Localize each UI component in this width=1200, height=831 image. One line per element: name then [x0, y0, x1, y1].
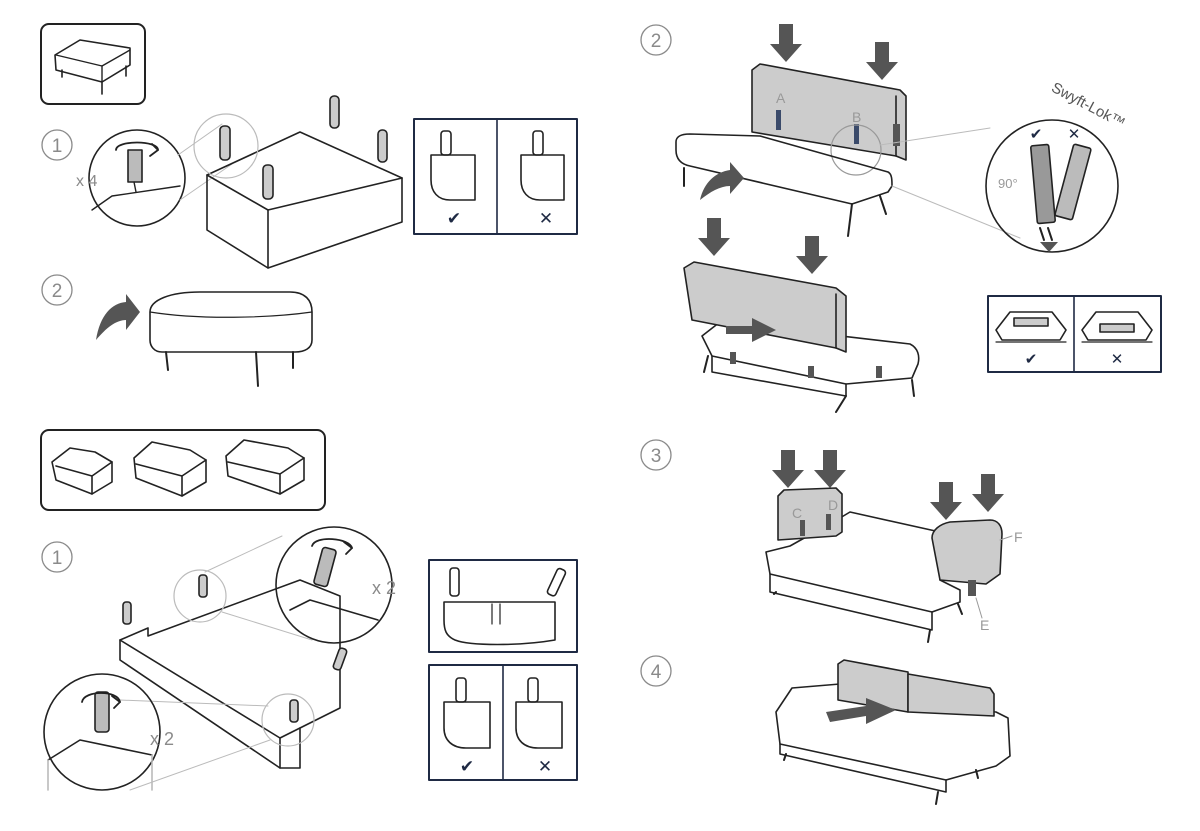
down-arrow-icon [769, 23, 803, 63]
correct-check-icon-2: ✔ [460, 757, 474, 776]
ottoman-product-icon-box [40, 23, 146, 105]
backrest-panel: A B [751, 63, 907, 176]
sofa-base-upside-down [119, 569, 348, 769]
swyft-lok-zoom: ✔ ✕ 90° Swyft-Lok™ [985, 79, 1128, 253]
label-e: E [980, 617, 989, 633]
sofa-step-2: 2 [640, 24, 672, 56]
leg-count-label-top: x 2 [372, 578, 396, 598]
incorrect-cross-icon-3: ✕ [1068, 126, 1081, 143]
ottoman-upside-down [193, 95, 403, 269]
svg-text:2: 2 [651, 31, 662, 52]
sofa-step-3: 3 [640, 439, 672, 471]
correct-check-icon: ✔ [447, 209, 461, 228]
sofa-seat-base [675, 133, 893, 237]
label-f: F [1014, 529, 1023, 545]
svg-text:4: 4 [651, 662, 662, 683]
ottoman-upright [149, 291, 313, 387]
leg-fit-check-box: ✔ ✕ [413, 118, 578, 235]
label-a: A [776, 90, 786, 106]
down-arrow-icon [795, 235, 829, 275]
swyft-lok-label: Swyft-Lok™ [1048, 79, 1127, 132]
incorrect-cross-icon: ✕ [539, 209, 553, 228]
svg-text:1: 1 [52, 136, 63, 157]
correct-check-icon-3: ✔ [1030, 126, 1043, 143]
leg-count-label: x 4 [76, 173, 97, 190]
correct-check-icon-4: ✔ [1025, 351, 1038, 368]
flip-arrow-icon [96, 294, 140, 340]
flip-arrow-icon-2 [700, 162, 744, 200]
sofa-product-icons-box [40, 429, 326, 511]
down-arrow-icon [771, 449, 805, 489]
sofa-with-arms: C D F E [765, 487, 1023, 643]
angle-label: 90° [998, 176, 1018, 191]
sofa-step-4: 4 [640, 655, 672, 687]
ottoman-step-1: 1 [41, 129, 73, 161]
down-arrow-icon [813, 449, 847, 489]
leg-screw-zoom: x 4 [76, 129, 186, 227]
leg-count-label-bottom: x 2 [150, 729, 174, 749]
svg-text:3: 3 [651, 446, 662, 467]
down-arrow-icon [929, 481, 963, 521]
sofa-leg-fit-check-box: ✔ ✕ [428, 664, 578, 781]
sofa-with-backrest [683, 261, 920, 413]
ottoman-step-2: 2 [41, 274, 73, 306]
svg-text:2: 2 [52, 281, 63, 302]
sofa-leg-position-box [428, 559, 578, 653]
clip-fit-check-box: ✔ ✕ [987, 295, 1162, 373]
label-d: D [828, 497, 838, 513]
down-arrow-icon [865, 41, 899, 81]
sofa-step-1: 1 [41, 541, 73, 573]
label-c: C [792, 505, 802, 521]
incorrect-cross-icon-4: ✕ [1111, 351, 1124, 368]
svg-text:1: 1 [52, 548, 63, 569]
finished-sofa-with-cushions [775, 659, 1011, 805]
sofa-leg-zoom-bottom: x 2 [43, 673, 174, 791]
down-arrow-icon [971, 473, 1005, 513]
incorrect-cross-icon-2: ✕ [538, 757, 552, 776]
sofa-leg-zoom-top: x 2 [275, 526, 396, 644]
down-arrow-icon [697, 217, 731, 257]
label-b: B [852, 109, 861, 125]
